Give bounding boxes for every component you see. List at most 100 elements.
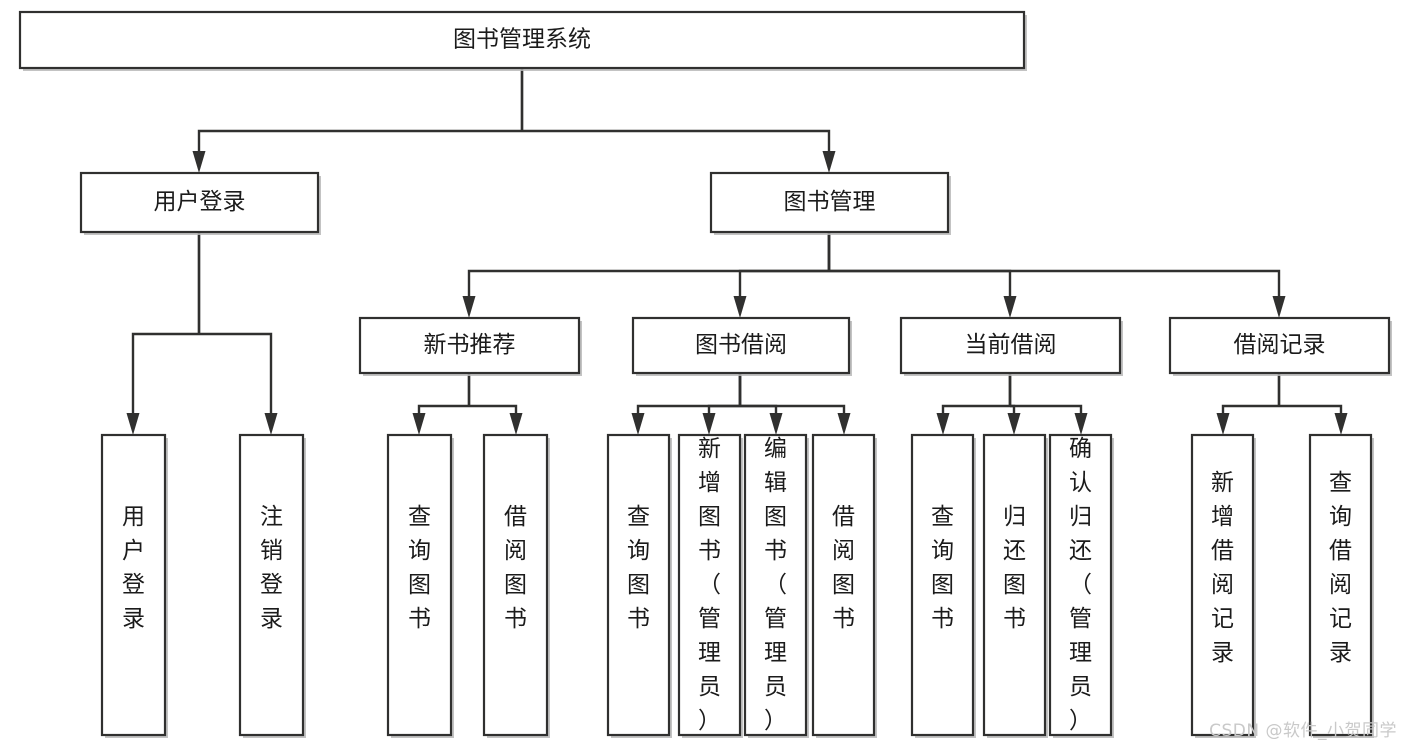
node-rect[interactable]: [982, 433, 1047, 737]
node-rect[interactable]: [709, 171, 950, 234]
arrow-head-icon: [126, 413, 140, 435]
connector-borrow-record-to-leaf-query-record: [1277, 373, 1348, 435]
arrow-head-icon: [264, 413, 278, 435]
arrow-head-icon: [822, 151, 836, 173]
node-rect[interactable]: [910, 433, 975, 737]
connector-book-manage-to-new-book-recommend: [462, 232, 831, 318]
node-leaf-logout[interactable]: 注销登录: [238, 433, 306, 738]
connector-layer: [126, 68, 1348, 435]
connector-book-borrow-to-leaf-edit-book: [738, 373, 783, 435]
arrow-head-icon: [1074, 413, 1088, 435]
connector-root-to-user-login: [192, 68, 524, 173]
connector-elbow: [738, 269, 829, 296]
node-rect[interactable]: [1190, 433, 1255, 737]
node-rect[interactable]: [631, 316, 851, 375]
connector-current-borrow-to-leaf-confirm-return: [1008, 373, 1088, 435]
node-borrow-record[interactable]: 借阅记录: [1168, 316, 1392, 376]
connector-book-manage-to-borrow-record: [827, 232, 1286, 318]
arrow-head-icon: [1334, 413, 1348, 435]
arrow-head-icon: [733, 296, 747, 318]
arrow-head-icon: [1007, 413, 1021, 435]
node-rect[interactable]: [18, 10, 1026, 70]
node-rect[interactable]: [79, 171, 320, 234]
node-rect[interactable]: [899, 316, 1122, 375]
node-leaf-query-book-3[interactable]: 查询图书: [910, 433, 976, 738]
connector-elbow: [1010, 404, 1083, 413]
node-label: 确认归还（管理员）: [1069, 436, 1092, 734]
node-leaf-query-book-2[interactable]: 查询图书: [606, 433, 672, 738]
connector-book-borrow-to-leaf-add-book: [702, 373, 742, 435]
node-rect[interactable]: [386, 433, 453, 737]
connector-current-borrow-to-leaf-query-book-3: [936, 373, 1012, 435]
node-current-borrow[interactable]: 当前借阅: [899, 316, 1123, 376]
csdn-watermark: CSDN @软件_小贺同学: [1209, 721, 1397, 741]
node-label: 编辑图书（管理员）: [764, 436, 787, 734]
connector-elbow: [469, 404, 518, 413]
connector-elbow: [199, 332, 273, 413]
node-book-manage[interactable]: 图书管理: [709, 171, 951, 235]
node-rect[interactable]: [811, 433, 876, 737]
arrow-head-icon: [192, 151, 206, 173]
arrow-head-icon: [837, 413, 851, 435]
node-new-book-recommend[interactable]: 新书推荐: [358, 316, 582, 376]
arrow-head-icon: [936, 413, 950, 435]
arrow-head-icon: [631, 413, 645, 435]
node-leaf-confirm-return[interactable]: 确认归还（管理员）: [1048, 433, 1114, 738]
node-root[interactable]: 图书管理系统: [18, 10, 1027, 71]
node-rect[interactable]: [677, 433, 742, 737]
connector-book-borrow-to-leaf-query-book-2: [631, 373, 742, 435]
node-leaf-borrow-book-1[interactable]: 借阅图书: [482, 433, 550, 738]
arrow-head-icon: [702, 413, 716, 435]
connector-elbow: [1279, 404, 1343, 413]
arrow-head-icon: [1003, 296, 1017, 318]
connector-elbow: [417, 404, 469, 413]
node-leaf-borrow-book-2[interactable]: 借阅图书: [811, 433, 877, 738]
connector-new-book-recommend-to-leaf-borrow-book-1: [467, 373, 523, 435]
node-rect[interactable]: [482, 433, 549, 737]
node-rect[interactable]: [743, 433, 808, 737]
node-label: 当前借阅: [965, 332, 1057, 358]
connector-user-login-to-leaf-logout: [197, 232, 278, 435]
node-book-borrow[interactable]: 图书借阅: [631, 316, 852, 376]
node-rect[interactable]: [238, 433, 305, 737]
node-leaf-add-record[interactable]: 新增借阅记录: [1190, 433, 1256, 738]
connector-root-to-book-manage: [520, 68, 836, 173]
node-leaf-user-login[interactable]: 用户登录: [100, 433, 168, 738]
node-label: 借阅图书: [504, 504, 527, 632]
connector-elbow: [829, 269, 1012, 296]
arrow-head-icon: [509, 413, 523, 435]
connector-elbow: [636, 404, 740, 413]
node-label: 新增图书（管理员）: [698, 436, 721, 734]
connector-borrow-record-to-leaf-add-record: [1216, 373, 1281, 435]
connector-user-login-to-leaf-user-login: [126, 232, 201, 435]
node-rect[interactable]: [100, 433, 167, 737]
node-rect[interactable]: [1168, 316, 1391, 375]
node-label: 归还图书: [1003, 504, 1026, 632]
connector-book-borrow-to-leaf-borrow-book-2: [738, 373, 851, 435]
connector-elbow: [829, 269, 1281, 296]
node-leaf-add-book[interactable]: 新增图书（管理员）: [677, 433, 743, 738]
node-rect[interactable]: [606, 433, 671, 737]
node-rect[interactable]: [1048, 433, 1113, 737]
node-label: 查询图书: [931, 504, 954, 632]
connector-book-manage-to-book-borrow: [733, 232, 831, 318]
node-leaf-query-book-1[interactable]: 查询图书: [386, 433, 454, 738]
node-rect[interactable]: [358, 316, 581, 375]
arrow-head-icon: [412, 413, 426, 435]
node-leaf-edit-book[interactable]: 编辑图书（管理员）: [743, 433, 809, 738]
node-label: 图书管理: [784, 189, 876, 215]
arrow-head-icon: [1216, 413, 1230, 435]
node-label: 用户登录: [154, 189, 246, 215]
connector-book-manage-to-current-borrow: [827, 232, 1017, 318]
node-label: 图书借阅: [695, 332, 787, 358]
node-leaf-query-record[interactable]: 查询借阅记录: [1308, 433, 1374, 738]
node-rect[interactable]: [1308, 433, 1373, 737]
connector-elbow: [740, 404, 846, 413]
connector-elbow: [131, 332, 199, 413]
node-user-login[interactable]: 用户登录: [79, 171, 321, 235]
connector-elbow: [522, 129, 831, 151]
node-leaf-return-book[interactable]: 归还图书: [982, 433, 1048, 738]
node-label: 注销登录: [260, 504, 283, 632]
